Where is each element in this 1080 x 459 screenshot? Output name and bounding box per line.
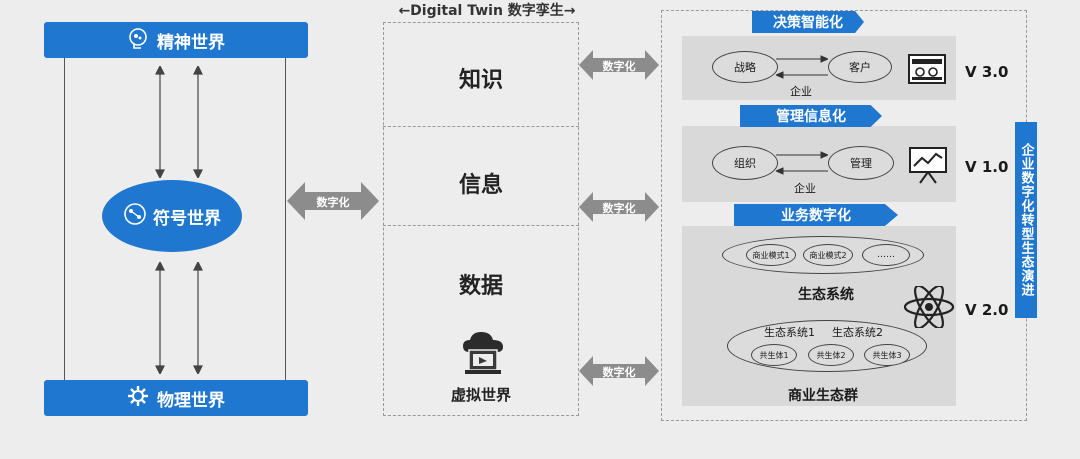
- digitize-arrow-bottom: [579, 356, 659, 386]
- lower-vertical-arrows: [155, 262, 203, 374]
- symbiont-2: 共生体2: [808, 344, 854, 366]
- organization-node: 组织: [712, 146, 778, 180]
- business-model-1: 商业模式1: [746, 244, 796, 266]
- version-2-label: V 2.0: [965, 301, 1009, 319]
- spirit-world-label: 精神世界: [157, 32, 225, 53]
- presentation-icon: [909, 147, 947, 184]
- knowledge-label: 知识: [458, 68, 503, 93]
- business-model-2: 商业模式2: [803, 244, 853, 266]
- digital-twin-box: [383, 22, 579, 416]
- digitize-arrow-left: [287, 182, 379, 220]
- separator-2: [383, 225, 579, 226]
- symbol-world-node: 符号世界: [102, 180, 242, 252]
- strategy-node: 战略: [712, 51, 778, 83]
- business-model-more: ……: [862, 244, 910, 266]
- digitize-label-bottom: 数字化: [602, 366, 636, 379]
- diagram-title: ←Digital Twin 数字孪生→: [398, 3, 576, 19]
- gear-icon: [127, 385, 149, 412]
- virtual-world-label: 虚拟世界: [450, 386, 511, 404]
- evolution-side-bar: 企业数字化转型生态演进: [1015, 122, 1037, 318]
- symbiont-3: 共生体3: [864, 344, 910, 366]
- cloud-laptop-icon: [463, 332, 503, 374]
- manage-node: 管理: [828, 146, 894, 180]
- version-3-label: V 3.0: [965, 63, 1009, 81]
- digitize-label-left: 数字化: [316, 196, 350, 209]
- upper-vertical-arrows: [155, 66, 203, 178]
- digitize-label-mid: 数字化: [602, 202, 636, 215]
- management-enterprise-label: 企业: [794, 182, 816, 195]
- atom-icon: [903, 286, 955, 328]
- separator-1: [383, 126, 579, 127]
- digitize-label-top: 数字化: [602, 60, 636, 73]
- atom-link-icon: [123, 202, 147, 231]
- dashboard-icon: [908, 54, 946, 84]
- right-frame-line: [285, 58, 286, 380]
- ecosystem-2-label: 生态系统2: [832, 326, 883, 339]
- business-ecosystem-group-label: 商业生态群: [788, 388, 858, 404]
- version-1-label: V 1.0: [965, 158, 1009, 176]
- physical-world-bar: 物理世界: [44, 380, 308, 416]
- digitize-arrow-top: [579, 50, 659, 80]
- physical-world-label: 物理世界: [157, 390, 225, 411]
- decision-arrows: [776, 55, 828, 79]
- brain-icon: [127, 27, 149, 54]
- symbol-world-label: 符号世界: [153, 208, 221, 229]
- ecosystem-1-label: 生态系统1: [764, 326, 815, 339]
- spirit-world-bar: 精神世界: [44, 22, 308, 58]
- information-label: 信息: [458, 173, 503, 198]
- business-banner: 业务数字化: [734, 204, 898, 226]
- decision-enterprise-label: 企业: [790, 85, 812, 98]
- data-label: 数据: [458, 274, 503, 299]
- digitize-arrow-mid: [579, 192, 659, 222]
- left-frame-line: [64, 58, 65, 380]
- symbiont-1: 共生体1: [751, 344, 797, 366]
- decision-banner: 决策智能化: [752, 11, 864, 33]
- customer-node: 客户: [828, 51, 892, 83]
- management-arrows: [776, 151, 828, 175]
- ecosystem-label: 生态系统: [798, 287, 854, 303]
- management-banner: 管理信息化: [740, 105, 882, 127]
